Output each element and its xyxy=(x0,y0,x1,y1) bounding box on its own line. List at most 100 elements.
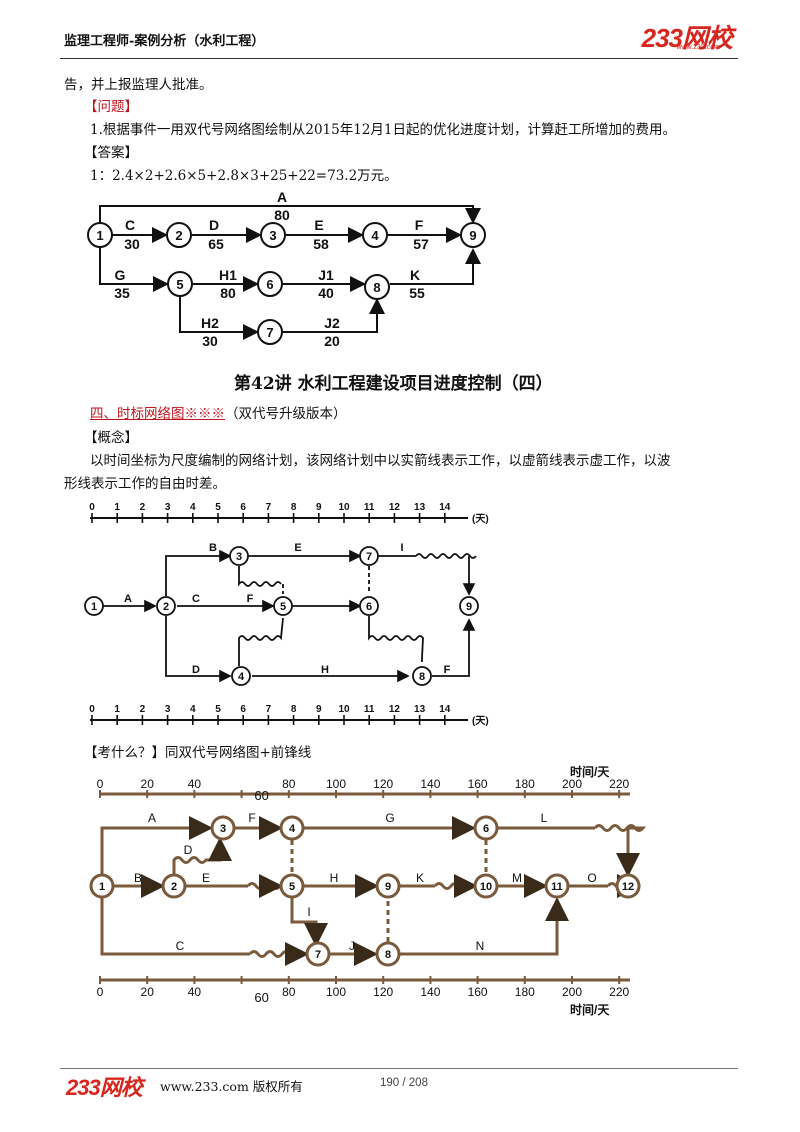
svg-text:5: 5 xyxy=(280,601,286,613)
svg-text:12: 12 xyxy=(622,881,634,893)
d2-bot-tick-label: 4 xyxy=(190,704,196,715)
d2-bot-tick-label: 12 xyxy=(389,704,401,715)
d3-bot-tick-label: 220 xyxy=(609,985,629,999)
svg-text:5: 5 xyxy=(176,277,183,292)
svg-text:80: 80 xyxy=(220,285,236,301)
svg-text:40: 40 xyxy=(318,285,334,301)
svg-text:9: 9 xyxy=(385,881,391,893)
d2-top-tick-label: 5 xyxy=(215,502,221,513)
d2-bot-tick-label: 3 xyxy=(165,704,171,715)
d3-top-tick-label: 80 xyxy=(282,777,296,791)
exam-line: 【考什么？】同双代号网络图+前锋线 xyxy=(84,745,312,761)
d2-activity-label: A xyxy=(124,593,132,605)
d2-bot-tick-label: 10 xyxy=(338,704,350,715)
d2-top-tick-label: 7 xyxy=(266,502,272,513)
svg-text:65: 65 xyxy=(208,236,224,252)
d2-bot-tick-label: 14 xyxy=(439,704,451,715)
d3-top-tick-label: 0 xyxy=(97,777,104,791)
svg-text:F: F xyxy=(415,217,424,233)
continued-line: 告，并上报监理人批准。 xyxy=(64,77,213,93)
d3-top-tick-label: 60 xyxy=(254,788,268,803)
d3-activity-label: L xyxy=(541,811,548,825)
d2-bot-tick-label: 7 xyxy=(266,704,272,715)
d3-activity-label: N xyxy=(476,939,485,953)
page-number: 190 / 208 xyxy=(380,1077,428,1089)
svg-text:H1: H1 xyxy=(219,267,237,283)
d2-top-tick-label: 6 xyxy=(240,502,246,513)
svg-text:8: 8 xyxy=(419,671,425,683)
d3-activity-label: B xyxy=(134,871,142,885)
svg-text:55: 55 xyxy=(409,285,425,301)
d3-activity-label: M xyxy=(512,871,522,885)
svg-text:80: 80 xyxy=(274,207,290,223)
svg-text:1: 1 xyxy=(91,601,97,613)
d3-bot-tick-label: 100 xyxy=(326,985,346,999)
svg-text:K: K xyxy=(410,267,420,283)
svg-text:11: 11 xyxy=(551,881,563,893)
d3-bot-tick-label: 0 xyxy=(97,985,104,999)
svg-text:7: 7 xyxy=(366,551,372,563)
svg-text:H2: H2 xyxy=(201,315,219,331)
d2-activity-label: F xyxy=(247,593,254,605)
d2-activity-label: E xyxy=(294,542,301,554)
svg-text:7: 7 xyxy=(266,325,273,340)
d2-top-unit-label: (天) xyxy=(472,513,489,525)
d2-top-tick-label: 12 xyxy=(389,502,401,513)
d2-bot-tick-label: 2 xyxy=(140,704,146,715)
d3-top-tick-label: 40 xyxy=(188,777,202,791)
d3-bot-unit-label: 时间/天 xyxy=(570,1002,610,1017)
svg-text:8: 8 xyxy=(385,949,391,961)
svg-text:D: D xyxy=(209,217,219,233)
d3-top-tick-label: 160 xyxy=(468,777,488,791)
svg-text:J1: J1 xyxy=(318,267,334,283)
answer-tag: 【答案】 xyxy=(84,145,138,161)
d2-top-tick-label: 10 xyxy=(338,502,350,513)
svg-text:58: 58 xyxy=(313,236,329,252)
d2-bot-unit-label: (天) xyxy=(472,715,489,727)
d2-top-tick-label: 0 xyxy=(89,502,95,513)
svg-text:6: 6 xyxy=(266,277,273,292)
d3-top-tick-label: 120 xyxy=(373,777,393,791)
svg-text:57: 57 xyxy=(413,236,429,252)
d2-activity-label: I xyxy=(400,542,403,554)
d2-top-tick-label: 13 xyxy=(414,502,426,513)
svg-text:5: 5 xyxy=(289,881,295,893)
svg-text:A: A xyxy=(277,189,287,205)
d2-activity-label: F xyxy=(444,664,451,676)
svg-text:2: 2 xyxy=(175,228,182,243)
d2-top-tick-label: 4 xyxy=(190,502,196,513)
d2-top-tick-label: 3 xyxy=(165,502,171,513)
svg-text:9: 9 xyxy=(469,228,476,243)
header-rule xyxy=(60,58,738,59)
d3-activity-label: J xyxy=(349,939,355,953)
svg-text:20: 20 xyxy=(324,333,340,349)
concept-text-1: 以时间坐标为尺度编制的网络计划，该网络计划中以实箭线表示工作，以虚箭线表示虚工作… xyxy=(90,453,671,469)
d3-bot-tick-label: 180 xyxy=(515,985,535,999)
svg-text:3: 3 xyxy=(236,551,242,563)
svg-text:30: 30 xyxy=(124,236,140,252)
d3-activity-label: F xyxy=(248,811,255,825)
d3-top-tick-label: 20 xyxy=(141,777,155,791)
d2-bot-tick-label: 1 xyxy=(114,704,120,715)
d3-activity-label: G xyxy=(385,811,394,825)
d2-activity-label: B xyxy=(209,542,217,554)
d2-bot-tick-label: 0 xyxy=(89,704,95,715)
d2-top-tick-label: 2 xyxy=(140,502,146,513)
header-logo: 233网校 xyxy=(641,23,733,53)
svg-text:30: 30 xyxy=(202,333,218,349)
section-heading: 四、时标网络图※※※（双代号升级版本） xyxy=(90,403,347,425)
d2-activity-label: D xyxy=(192,664,200,676)
d2-top-tick-label: 9 xyxy=(316,502,322,513)
svg-text:E: E xyxy=(314,217,323,233)
svg-text:2: 2 xyxy=(163,601,169,613)
concept-text-2: 形线表示工作的自由时差。 xyxy=(64,476,226,492)
svg-text:C: C xyxy=(125,217,135,233)
question-text: 1.根据事件一用双代号网络图绘制从2015年12月1日起的优化进度计划，计算赶工… xyxy=(90,122,677,138)
svg-text:4: 4 xyxy=(289,823,296,835)
d3-top-tick-label: 100 xyxy=(326,777,346,791)
